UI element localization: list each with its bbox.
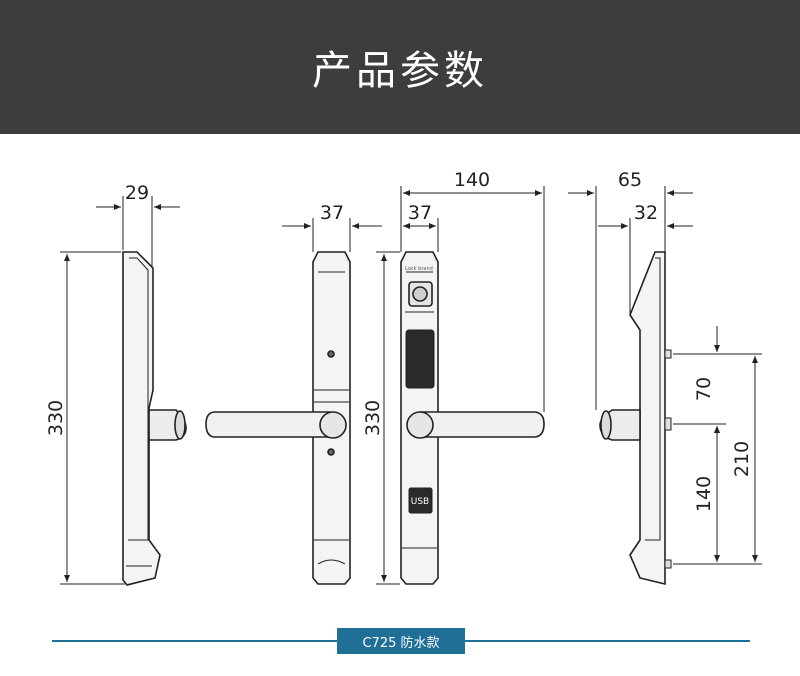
front-dimension-lines: [376, 186, 545, 585]
side-dimension-lines: [60, 196, 180, 585]
front-view: [400, 251, 545, 585]
right-dimension-lines: [568, 186, 762, 565]
right-side-view: [599, 251, 672, 586]
front-height-label: 330: [362, 400, 384, 436]
inner-view: [205, 251, 351, 585]
handle-reach-label: 140: [454, 169, 490, 191]
depth-total-label: 65: [618, 169, 642, 191]
side-view: [122, 251, 187, 586]
brand-logo-text: Lock brand: [405, 266, 433, 272]
footer-divider-left: [52, 640, 337, 642]
spindle-bottom-label: 140: [693, 476, 715, 512]
inner-width-label: 37: [320, 202, 344, 224]
depth-plate-label: 32: [634, 202, 658, 224]
footer-divider-right: [465, 640, 750, 642]
total-spacing-label: 210: [731, 441, 753, 477]
side-height-label: 330: [45, 400, 67, 436]
page-title: 产品参数: [312, 48, 488, 94]
usb-label: USB: [411, 497, 429, 507]
spindle-spacing-label: 70: [693, 377, 715, 401]
header-bar: 产品参数: [0, 0, 800, 134]
model-label: C725 防水款: [337, 628, 465, 654]
technical-drawing: 29 330 37 Lock brand: [45, 169, 762, 586]
side-width-label: 29: [125, 182, 149, 204]
inner-dimension-lines: [282, 218, 382, 252]
front-width-label: 37: [408, 202, 432, 224]
